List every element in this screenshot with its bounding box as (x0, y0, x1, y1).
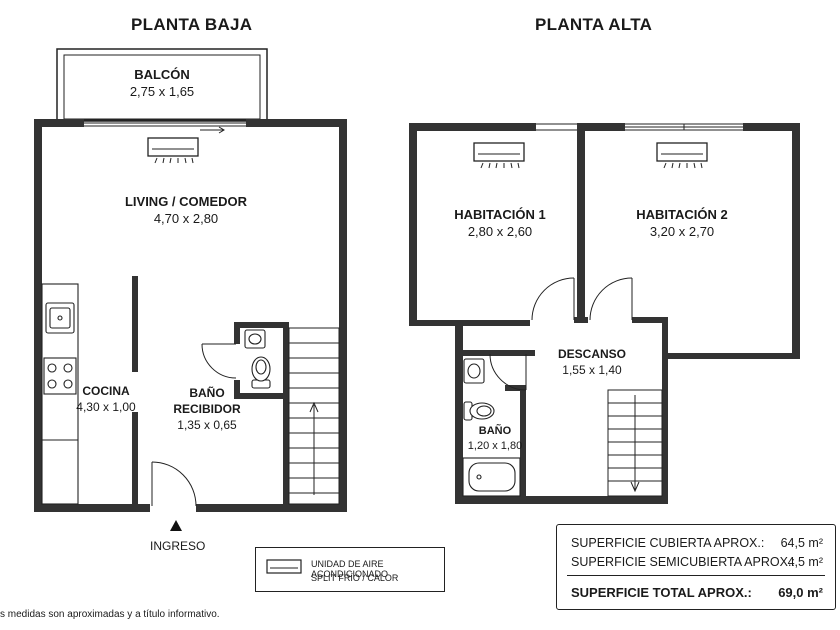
room-name: RECIBIDOR (173, 402, 241, 416)
bedroom-doors (489, 277, 633, 391)
toilet-icon (251, 356, 271, 389)
room-living: LIVING / COMEDOR 4,70 x 2,80 (106, 193, 266, 227)
room-habitacion-2: HABITACIÓN 2 3,20 x 2,70 (622, 206, 742, 240)
ground-floor-title: PLANTA BAJA (131, 15, 253, 34)
upper-floor-walls (409, 123, 800, 504)
split-ac-icon (147, 137, 199, 164)
balcony-window (84, 119, 246, 134)
room-bano-alta: BAÑO 1,20 x 1,80 (460, 424, 530, 454)
room-size: 1,20 x 1,80 (467, 440, 523, 452)
room-bano-recibidor: BAÑO RECIBIDOR 1,35 x 0,65 (172, 385, 242, 433)
upper-toilet-icon (463, 401, 495, 421)
area-value: 69,0 m² (778, 585, 823, 600)
room-name: BALCÓN (134, 67, 190, 82)
area-label: SUPERFICIE CUBIERTA APROX.: (571, 536, 765, 550)
upper-windows (536, 123, 743, 131)
room-size: 2,75 x 1,65 (129, 84, 195, 99)
entrance-label: INGRESO (150, 539, 206, 553)
room-cocina: COCINA 4,30 x 1,00 (76, 383, 136, 415)
room-name: BAÑO (189, 386, 225, 400)
sink-icon (244, 329, 266, 349)
room-name: BAÑO (478, 425, 512, 437)
balcony-railing (56, 48, 268, 122)
kitchen-counter (41, 283, 79, 505)
split-ac-icon (656, 142, 708, 169)
room-habitacion-1: HABITACIÓN 1 2,80 x 2,60 (440, 206, 560, 240)
bathroom-door (201, 343, 237, 379)
ground-floor-walls (34, 119, 347, 512)
legend-box: UNIDAD DE AIRE ACONDICIONADO SPLIT FRÍO … (255, 547, 445, 592)
area-label: SUPERFICIE SEMICUBIERTA APROX.: (571, 555, 795, 569)
room-name: HABITACIÓN 1 (454, 207, 546, 222)
legend-line-1: UNIDAD DE AIRE ACONDICIONADO (311, 559, 389, 579)
split-ac-icon (266, 559, 302, 574)
room-size: 1,35 x 0,65 (177, 418, 237, 432)
room-size: 4,30 x 1,00 (76, 400, 136, 414)
room-descanso: DESCANSO 1,55 x 1,40 (552, 346, 632, 378)
area-row-total: SUPERFICIE TOTAL APROX.: 69,0 m² (571, 585, 823, 600)
room-name: DESCANSO (557, 347, 626, 361)
room-name: HABITACIÓN 2 (636, 207, 728, 222)
area-summary-box: SUPERFICIE CUBIERTA APROX.: 64,5 m² SUPE… (556, 524, 836, 610)
room-name: LIVING / COMEDOR (124, 194, 248, 209)
room-size: 1,55 x 1,40 (562, 363, 622, 377)
area-value: 4,5 m² (787, 555, 823, 569)
area-row-semicubierta: SUPERFICIE SEMICUBIERTA APROX.: 4,5 m² (571, 555, 823, 569)
room-size: 2,80 x 2,60 (467, 224, 533, 239)
entrance-arrow-icon (170, 520, 182, 531)
footnote: s medidas son aproximadas y a título inf… (0, 609, 220, 620)
room-balcon: BALCÓN 2,75 x 1,65 (100, 66, 224, 100)
split-ac-icon (473, 142, 525, 169)
entrance-door (151, 461, 197, 507)
stairs-upper-floor (607, 389, 663, 497)
area-row-cubierta: SUPERFICIE CUBIERTA APROX.: 64,5 m² (571, 536, 823, 550)
area-value: 64,5 m² (780, 536, 823, 550)
stairs-ground-floor (288, 327, 340, 505)
legend-line-2: SPLIT FRÍO / CALOR (311, 573, 399, 583)
bathtub-icon (462, 457, 521, 497)
area-label: SUPERFICIE TOTAL APROX.: (571, 585, 752, 600)
area-divider (567, 575, 825, 576)
upper-sink-icon (463, 358, 485, 384)
room-size: 4,70 x 2,80 (153, 211, 219, 226)
room-name: COCINA (82, 384, 130, 398)
upper-floor-title: PLANTA ALTA (535, 15, 653, 34)
room-size: 3,20 x 2,70 (649, 224, 715, 239)
